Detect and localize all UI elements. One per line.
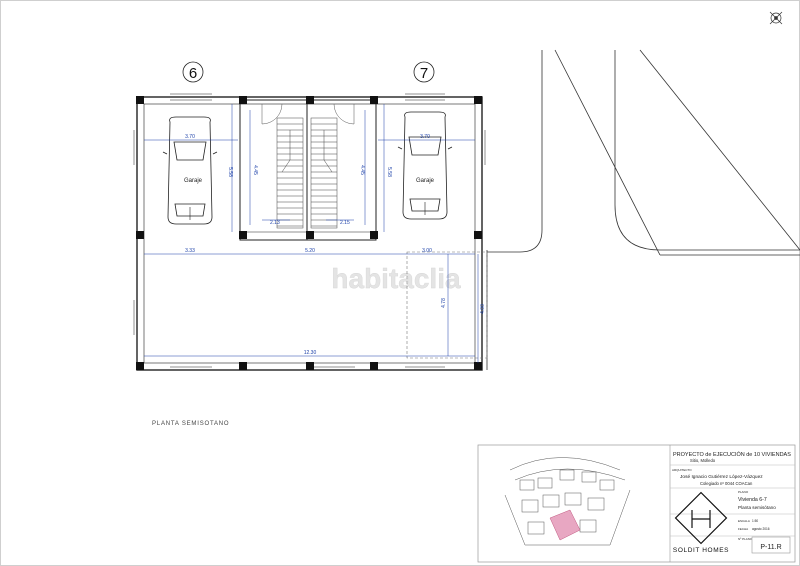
dim-total-width: 12.30: [304, 350, 317, 356]
date-label: FECHA: [738, 527, 748, 531]
column: [306, 231, 314, 239]
date-value: agosto 2016: [752, 527, 770, 531]
soldit-homes-logo: [674, 491, 728, 545]
sheet-number-label: Nº PLANO: [738, 537, 753, 541]
dim-right-height: 4.00: [480, 304, 486, 314]
watermark-text: habitaclia: [331, 263, 461, 294]
unit-number-6: 6: [189, 65, 197, 82]
unit-marker-6: 6: [182, 61, 204, 83]
dim-depth-outer-left: 5.58: [227, 167, 233, 177]
room-label-right: Garaje: [416, 178, 435, 184]
dim-depth-inner-left: 4.45: [252, 165, 258, 175]
sheet-subtitle: Planta semisótano: [738, 505, 776, 510]
dim-span-left: 3.33: [185, 248, 195, 254]
column: [239, 96, 247, 104]
column: [474, 231, 482, 239]
unit-marker-7: 7: [413, 61, 435, 83]
project-location: Sitio, Molledo: [690, 458, 716, 463]
plano-label: PLANO: [738, 490, 749, 494]
dim-depth-inner-right: 4.45: [359, 165, 365, 175]
title-block: SOLDIT HOMES PROYECTO de EJECUCIÓN de 10…: [477, 444, 796, 563]
column: [136, 96, 144, 104]
dim-car-width-right: 3.70: [420, 134, 430, 140]
column: [239, 362, 247, 370]
column: [474, 96, 482, 104]
sheet-title: Vivienda 6-7: [738, 497, 767, 503]
dim-car-width-left: 3.70: [185, 134, 195, 140]
column: [136, 362, 144, 370]
dim-span-right: 3.00: [422, 248, 432, 254]
architect-registration: Colegiado nº 0044 COACan: [700, 481, 753, 486]
architect-name: José Ignacio Gutiérrez López-Vázquez: [680, 474, 763, 480]
column: [370, 96, 378, 104]
plan-caption: PLANTA SEMISOTANO: [152, 421, 229, 427]
column: [306, 96, 314, 104]
scale-label: ESCALA: [738, 519, 750, 523]
compass-icon: [769, 11, 783, 25]
dim-stair-width-left: 2.13: [270, 220, 280, 226]
column: [474, 362, 482, 370]
column: [136, 231, 144, 239]
dim-depth-outer-right: 5.58: [386, 167, 392, 177]
architect-label: ARQUITECTO: [672, 468, 692, 472]
parking-area-outline: [406, 251, 488, 359]
project-title: PROYECTO de EJECUCIÓN de 10 VIVIENDAS: [673, 451, 791, 458]
column: [370, 231, 378, 239]
column: [370, 362, 378, 370]
sheet-number-box: [751, 536, 791, 554]
unit-number-7: 7: [420, 65, 428, 82]
door-swings: [261, 103, 355, 125]
sheet-number: P-11.R: [760, 544, 781, 551]
dim-span-mid: 5.20: [305, 248, 315, 254]
car-left: [162, 116, 218, 225]
column: [239, 231, 247, 239]
dimension-lines: [144, 104, 479, 363]
room-label-left: Garaje: [184, 178, 203, 184]
column: [306, 362, 314, 370]
dim-stair-width-right: 2.15: [340, 220, 350, 226]
driveway-lines: [486, 49, 800, 370]
dim-inner-height: 4.78: [441, 298, 447, 308]
site-plan-thumbnail: [504, 457, 631, 546]
structural-columns: [136, 96, 482, 370]
scale-value: 1:50: [752, 519, 758, 523]
car-right: [397, 111, 453, 220]
company-name: SOLDIT HOMES: [673, 547, 729, 554]
